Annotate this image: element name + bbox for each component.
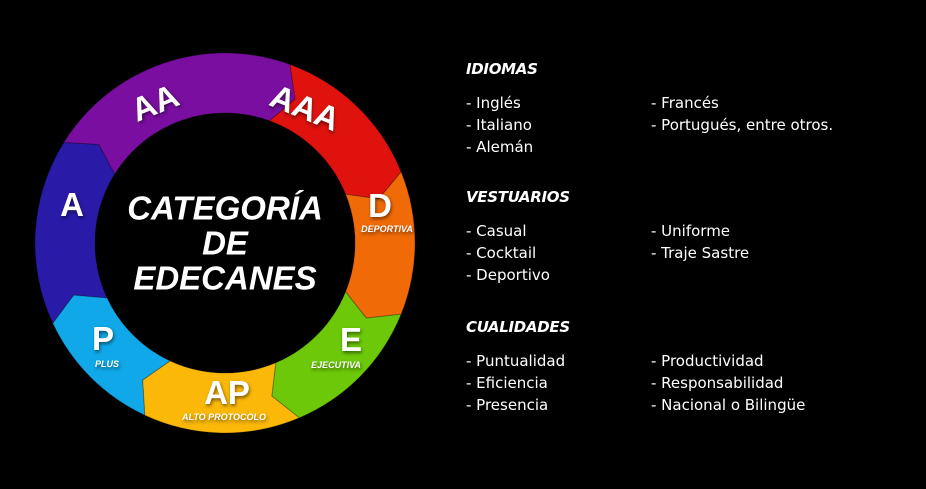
list-item: - Portugués, entre otros. [651,116,834,134]
list-item: - Alemán [466,138,534,156]
segment-sub-ap: ALTO PROTOCOLO [181,412,267,422]
list-item: - Nacional o Bilingüe [651,396,806,414]
list-item: - Italiano [466,116,532,134]
list-col-1: - Inglés - Italiano - Alemán [466,92,533,158]
segment-sub-p: PLUS [94,359,120,369]
segment-sub-e: EJECUTIVA [311,360,361,370]
segment-label-p: P [91,320,115,357]
section-heading: VESTUARIOS [466,188,570,206]
section-heading: CUALIDADES [466,318,570,336]
list-item: - Casual [466,222,527,240]
list-item: - Puntualidad [466,352,566,370]
list-item: - Responsabilidad [651,374,784,392]
section-cualidades: CUALIDADES - Puntualidad - Eficiencia - … [466,318,805,414]
title-line: CATEGORÍA [127,189,323,227]
section-vestuarios: VESTUARIOS - Casual - Cocktail - Deporti… [466,188,749,284]
diagram-title: CATEGORÍA DE EDECANES [127,191,323,296]
list-col-2: - Productividad - Responsabilidad - Naci… [651,350,805,416]
list-col-1: - Puntualidad - Eficiencia - Presencia [466,350,565,416]
segment-sub-d: DEPORTIVA [361,224,413,234]
list-col-1: - Casual - Cocktail - Deportivo [466,220,550,286]
list-item: - Traje Sastre [651,244,750,262]
section-idiomas: IDIOMAS - Inglés - Italiano - Alemán - F… [466,60,833,156]
title-line: DE [202,224,248,262]
list-col-2: - Uniforme - Traje Sastre [651,220,749,264]
segment-label-e: E [339,321,363,358]
center-circle [95,113,355,373]
list-item: - Deportivo [466,266,550,284]
list-item: - Francés [651,94,719,112]
list-item: - Presencia [466,396,549,414]
segment-label-d: D [368,187,392,224]
list-item: - Inglés [466,94,521,112]
list-item: - Cocktail [466,244,537,262]
segment-label-a: A [60,186,84,223]
list-item: - Uniforme [651,222,731,240]
segment-label-ap: AP [204,374,250,411]
list-col-2: - Francés - Portugués, entre otros. [651,92,833,136]
list-item: - Productividad [651,352,764,370]
list-item: - Eficiencia [466,374,548,392]
section-heading: IDIOMAS [466,60,538,78]
title-line: EDECANES [133,259,317,297]
